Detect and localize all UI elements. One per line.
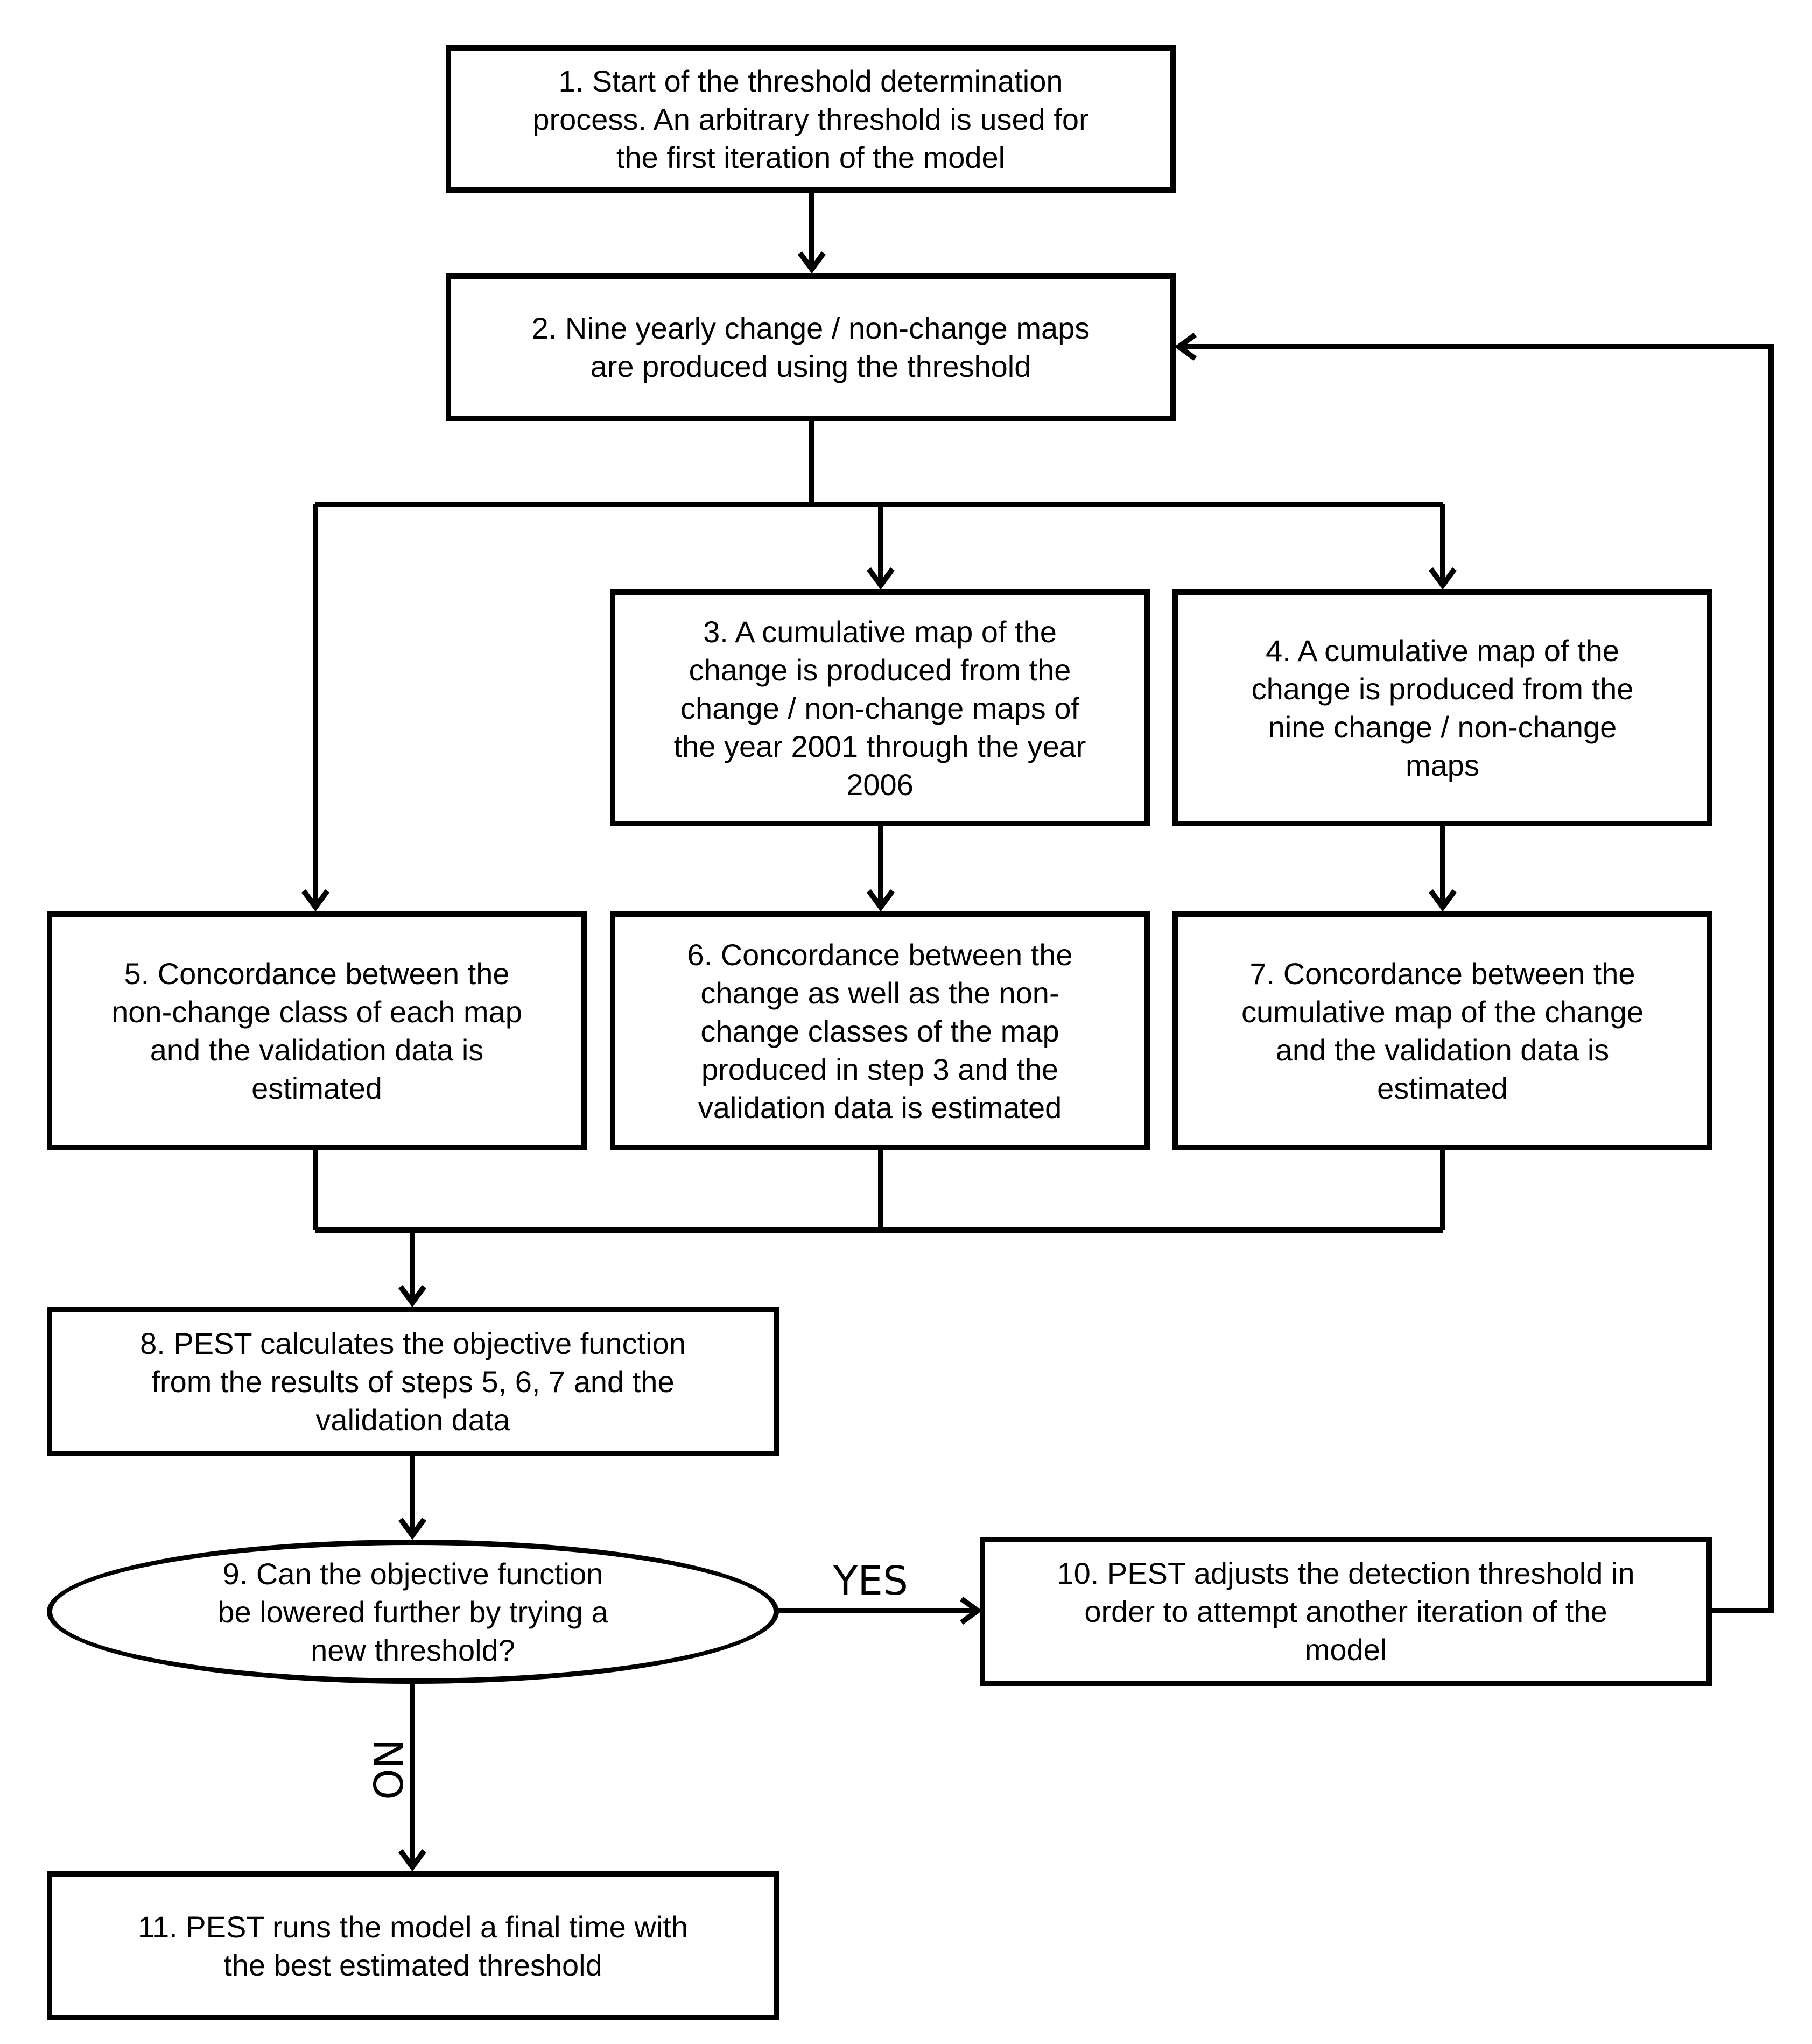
step-4-box: 4. A cumulative map of the change is pro… <box>1172 589 1712 826</box>
no-label: NO <box>363 1739 410 1800</box>
step-3-box: 3. A cumulative map of the change is pro… <box>610 589 1150 826</box>
step-10-text: 10. PEST adjusts the detection threshold… <box>1057 1556 1635 1667</box>
step-6-box: 6. Concordance between the change as wel… <box>610 911 1150 1150</box>
step-1-text: 1. Start of the threshold determination … <box>532 64 1089 174</box>
step-1-box: 1. Start of the threshold determination … <box>446 45 1176 193</box>
step-11-text: 11. PEST runs the model a final time wit… <box>138 1909 688 1982</box>
step-4-text: 4. A cumulative map of the change is pro… <box>1251 634 1634 782</box>
step-7-box: 7. Concordance between the cumulative ma… <box>1172 911 1712 1150</box>
step-10-box: 10. PEST adjusts the detection threshold… <box>980 1537 1712 1686</box>
step-8-box: 8. PEST calculates the objective functio… <box>47 1307 779 1456</box>
step-2-text: 2. Nine yearly change / non-change maps … <box>531 311 1090 383</box>
step-11-box: 11. PEST runs the model a final time wit… <box>47 1871 779 2020</box>
step-9-text: 9. Can the objective function be lowered… <box>217 1556 608 1667</box>
step-9-decision-ellipse: 9. Can the objective function be lowered… <box>47 1540 779 1684</box>
step-5-text: 5. Concordance between the non-change cl… <box>111 957 522 1105</box>
step-3-text: 3. A cumulative map of the change is pro… <box>673 614 1086 802</box>
connector-10-loop-to-2 <box>1174 332 1774 1613</box>
step-7-text: 7. Concordance between the cumulative ma… <box>1241 957 1644 1105</box>
yes-label: YES <box>833 1558 908 1604</box>
step-8-text: 8. PEST calculates the objective functio… <box>140 1326 686 1437</box>
step-5-box: 5. Concordance between the non-change cl… <box>47 911 587 1150</box>
step-6-text: 6. Concordance between the change as wel… <box>687 937 1073 1125</box>
step-2-box: 2. Nine yearly change / non-change maps … <box>446 273 1176 421</box>
